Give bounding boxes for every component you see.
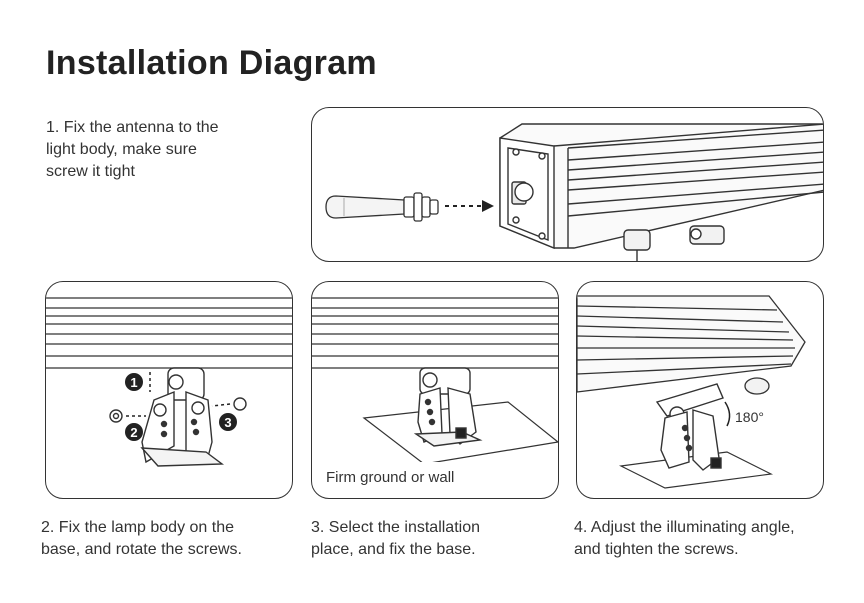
- angle-label: 180°: [735, 409, 764, 425]
- step-4-text: 4. Adjust the illuminating angle, and ti…: [574, 519, 795, 558]
- marker-3-circle: [219, 413, 237, 431]
- bracket-illustration: 1 2 3: [46, 297, 292, 467]
- bracket: [109, 367, 247, 467]
- marker-3-label: 3: [224, 415, 231, 430]
- step-3-text: 3. Select the installation place, and fi…: [311, 519, 480, 558]
- step-2-text: 2. Fix the lamp body on the base, and ro…: [41, 519, 242, 558]
- arrow-to-light: [445, 200, 494, 212]
- surface-label: Firm ground or wall: [326, 469, 454, 486]
- panel-antenna: [311, 107, 824, 262]
- mounting-base: [413, 367, 483, 447]
- rotation-arc: [724, 401, 731, 427]
- panel-bracket: 1 2 3: [45, 281, 293, 499]
- lamp-body-top: [46, 297, 292, 369]
- marker-2-circle: [125, 423, 143, 441]
- adjustable-bracket: [655, 383, 724, 471]
- panel-adjust-angle: 180°: [576, 281, 824, 499]
- step-1-text: 1. Fix the antenna to the light body, ma…: [46, 119, 219, 180]
- light-body: [499, 123, 823, 261]
- page-title: Installation Diagram: [46, 44, 377, 82]
- marker-1-label: 1: [130, 375, 137, 390]
- panel-installation-place: Firm ground or wall: [311, 281, 559, 499]
- marker-2-label: 2: [130, 425, 137, 440]
- mount-surface: [618, 451, 774, 489]
- marker-1-circle: [125, 373, 143, 391]
- antenna: [325, 192, 439, 222]
- angle-illustration: 180°: [577, 295, 806, 489]
- tilted-lamp-body: [577, 295, 806, 395]
- base-illustration: Firm ground or wall: [312, 297, 558, 490]
- antenna-illustration: [325, 123, 823, 261]
